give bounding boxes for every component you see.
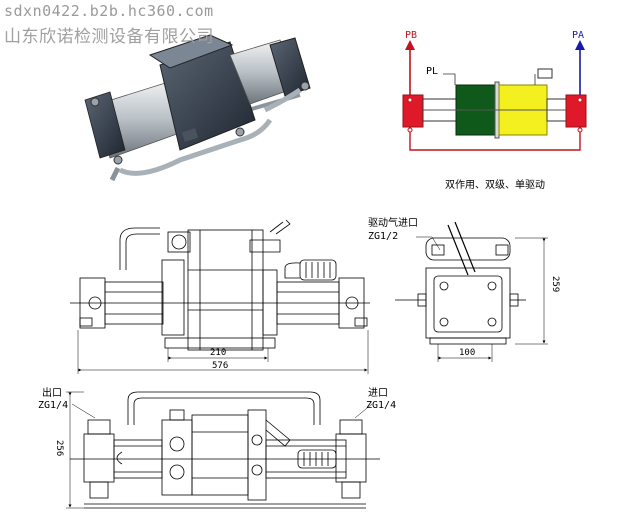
- outlet-thread: ZG1/4: [38, 400, 69, 411]
- flow-schematic: [402, 40, 587, 151]
- front-dim-inner: 210: [210, 348, 227, 358]
- drive-air-label: 驱动气进口: [368, 218, 418, 229]
- side-dim-width: 100: [459, 348, 476, 358]
- front-view-drawing: [70, 219, 370, 374]
- pl-label: PL: [426, 66, 439, 77]
- inlet-label: 进口: [368, 388, 388, 399]
- side-dim-height: 259: [550, 276, 560, 293]
- drive-air-thread: ZG1/2: [368, 231, 399, 242]
- inlet-thread: ZG1/4: [366, 400, 397, 411]
- pump-3d-render: [84, 34, 311, 182]
- side-view-drawing: [395, 221, 548, 362]
- front-dim-outer: 576: [212, 361, 229, 371]
- top-dim-height: 256: [54, 440, 64, 457]
- pa-label: PA: [572, 30, 585, 41]
- outlet-label: 出口: [42, 388, 62, 399]
- watermark-company: 山东欣诺检测设备有限公司: [4, 27, 214, 47]
- schematic-caption: 双作用、双级、单驱动: [445, 180, 545, 191]
- pb-label: PB: [405, 30, 418, 41]
- watermark-url: sdxn0422.b2b.hc360.com: [4, 2, 214, 20]
- top-view-drawing: [66, 391, 380, 509]
